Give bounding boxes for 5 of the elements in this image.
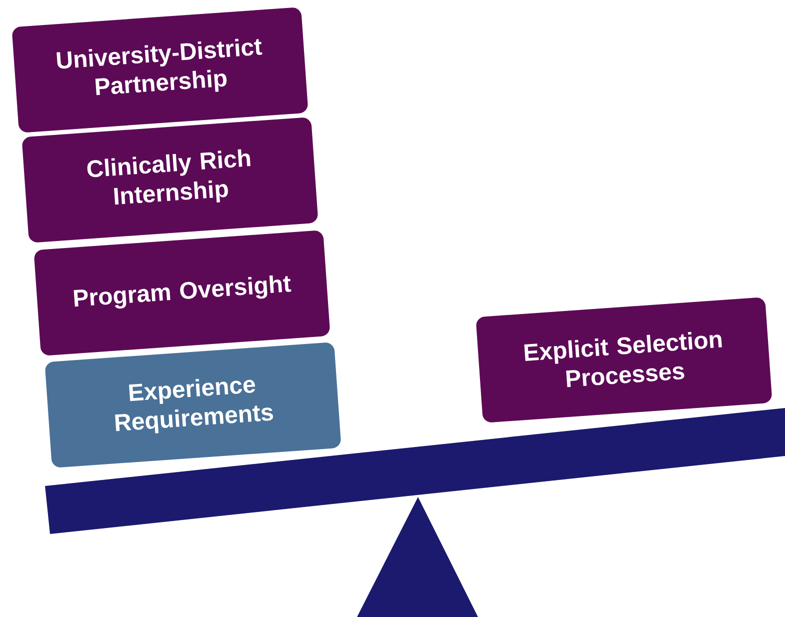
label-box: University-District Partnership xyxy=(10,6,310,134)
label-box: Program Oversight xyxy=(32,228,332,358)
label-box: Explicit Selection Processes xyxy=(474,296,774,424)
label-box: Clinically Rich Internship xyxy=(20,116,320,244)
label-box: Experience Requirements xyxy=(43,340,343,470)
